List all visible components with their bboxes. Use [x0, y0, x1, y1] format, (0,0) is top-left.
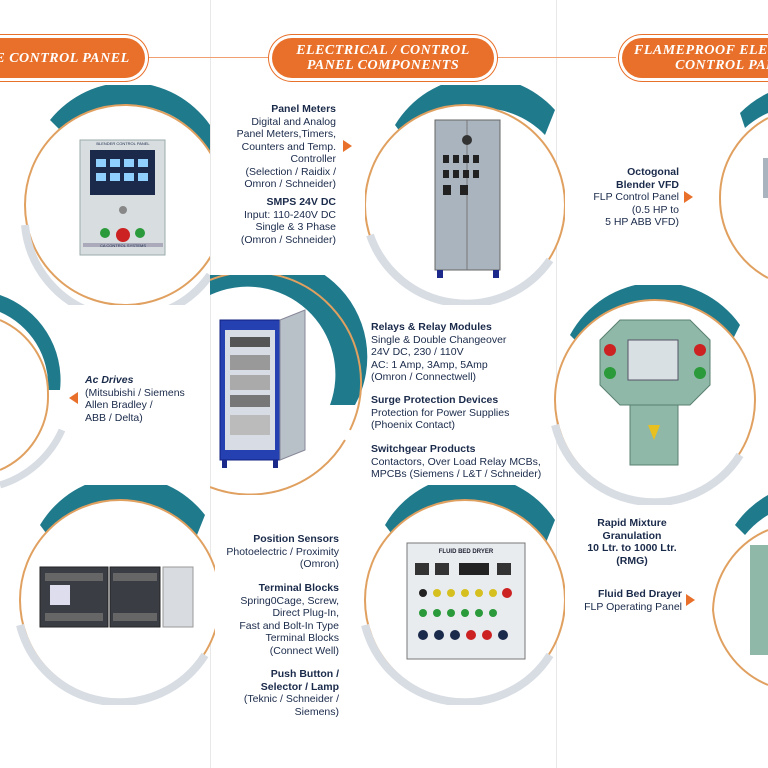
relays-line: AC: 1 Amp, 3Amp, 5Amp — [371, 358, 488, 371]
fluid-bed-block: Fluid Bed Drayer FLP Operating Panel — [570, 588, 682, 613]
right-edge-circle-top — [718, 93, 768, 279]
switchgear-line: MPCBs (Siemens / L&T / Schneider) — [371, 468, 542, 480]
fold-line-left — [210, 0, 211, 768]
terminal-blocks-line: Fast and Bolt-In Type — [239, 619, 339, 632]
octogonal-title-2: Blender VFD — [615, 178, 679, 191]
panel-meters-line: Counters and Temp. — [241, 140, 336, 153]
panel-meters-line: Digital and Analog — [251, 115, 336, 128]
ac-drives-line: (Mitsubishi / Siemens — [85, 386, 185, 399]
rmg-line: Granulation — [602, 529, 662, 542]
relays-title: Relays & Relay Modules — [371, 321, 492, 333]
switchgear-line: Contactors, Over Load Relay MCBs, — [371, 455, 541, 468]
surge-line: Protection for Power Supplies — [371, 406, 510, 419]
fluid-bed-title: Fluid Bed Drayer — [597, 588, 682, 600]
push-button-title: Push Button / — [270, 668, 339, 680]
fluid-bed-sub: FLP Operating Panel — [584, 600, 682, 613]
octogonal-arrow — [684, 191, 693, 203]
rmg-line: 10 Ltr. to 1000 Ltr. — [587, 542, 677, 554]
terminal-blocks-title: Terminal Blocks — [258, 582, 339, 594]
terminal-blocks-block: Terminal Blocks Spring0Cage, Screw, Dire… — [222, 582, 339, 657]
terminal-blocks-line: Spring0Cage, Screw, — [240, 594, 339, 607]
ac-drive-circle — [0, 295, 66, 489]
relays-line: Single & Double Changeover — [371, 333, 507, 346]
fluid-bed-panel-label: FLUID BED DRYER — [439, 549, 494, 555]
octogonal-blender-block: Octogonal Blender VFD FLP Control Panel … — [580, 166, 679, 229]
switchgear-title: Switchgear Products — [371, 443, 476, 455]
smps-line: (Omron / Schneider) — [240, 233, 336, 246]
position-sensors-line: (Omron) — [299, 558, 339, 570]
panel-meters-line: (Selection / Raidix / — [245, 165, 336, 178]
panel-meters-line: Omron / Schneider) — [244, 178, 336, 190]
rmg-line: (RMG) — [616, 554, 648, 567]
octogonal-line: 5 HP ABB VFD) — [605, 216, 679, 228]
relays-line: 24V DC, 230 / 110V — [371, 346, 464, 358]
octogonal-title: Octogonal — [627, 166, 679, 178]
ac-drives-line: Allen Bradley / — [85, 399, 153, 411]
octogonal-line: FLP Control Panel — [593, 191, 679, 203]
surge-title: Surge Protection Devices — [371, 394, 499, 406]
fluid-bed-panel-circle: FLUID BED DRYER — [361, 485, 565, 705]
header-left: E CONTROL PANEL — [0, 38, 145, 78]
fluid-bed-arrow — [686, 594, 695, 606]
relays-block: Relays & Relay Modules Single & Double C… — [371, 321, 551, 384]
terminal-blocks-line: Direct Plug-In, — [272, 607, 339, 619]
header-connector-right — [498, 57, 616, 58]
vendor-caption: CA CONTROL SYSTEMS — [99, 243, 147, 248]
panel-meters-line: Panel Meters,Timers, — [236, 128, 336, 140]
rmg-line: Rapid Mixture — [597, 517, 667, 529]
cabinet-panel-circle — [365, 85, 565, 305]
terminal-blocks-line: (Connect Well) — [269, 644, 339, 657]
right-edge-circle-bottom — [711, 495, 768, 686]
surge-line: (Phoenix Contact) — [371, 419, 456, 431]
panel-meters-title: Panel Meters — [271, 103, 336, 115]
push-button-title-2: Selector / Lamp — [260, 680, 339, 693]
push-button-line: (Teknic / Schneider / — [243, 693, 339, 705]
open-panel-circle — [210, 275, 368, 495]
surge-block: Surge Protection Devices Protection for … — [371, 394, 551, 432]
ac-drives-line: ABB / Delta) — [85, 411, 143, 424]
panel-meters-arrow — [343, 140, 352, 152]
smps-line: Input: 110-240V DC — [243, 208, 336, 221]
rmg-block: Rapid Mixture Granulation 10 Ltr. to 100… — [572, 517, 692, 567]
switchgear-block: Switchgear Products Contactors, Over Loa… — [371, 443, 556, 481]
smps-title: SMPS 24V DC — [266, 196, 336, 208]
push-button-block: Push Button / Selector / Lamp (Teknic / … — [222, 668, 339, 718]
hmi-panel-circle — [21, 85, 210, 305]
position-sensors-title: Position Sensors — [253, 533, 339, 545]
relays-line: (Omron / Connectwell) — [371, 371, 477, 383]
position-sensors-line: Photoelectric / Proximity — [226, 545, 339, 558]
smps-block: SMPS 24V DC Input: 110-240V DC Single & … — [230, 196, 336, 246]
ac-drives-title: Ac Drives — [85, 374, 134, 386]
octogonal-line: (0.5 HP to — [631, 203, 679, 216]
terminal-blocks-line: Terminal Blocks — [265, 632, 339, 644]
hmi-panel-caption: BLENDER CONTROL PANEL — [96, 141, 150, 146]
smps-line: Single & 3 Phase — [255, 221, 336, 233]
panel-meters-block: Panel Meters Digital and Analog Panel Me… — [230, 103, 336, 191]
flameproof-panel-circle — [551, 285, 756, 505]
panel-meters-line: Controller — [290, 153, 336, 165]
ac-drives-block: Ac Drives (Mitsubishi / Siemens Allen Br… — [85, 374, 205, 424]
position-sensors-block: Position Sensors Photoelectric / Proximi… — [222, 533, 339, 571]
plc-modules-circle — [16, 485, 215, 705]
ac-drives-arrow — [69, 392, 78, 404]
header-connector-left — [148, 57, 270, 58]
push-button-line: Siemens) — [294, 705, 339, 718]
